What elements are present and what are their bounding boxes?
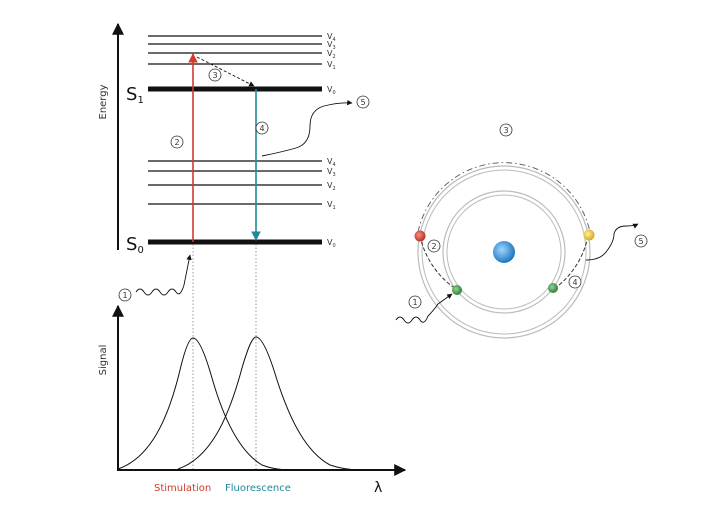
svg-text:2: 2 — [431, 242, 436, 251]
atom-step-marker-1: 1 — [408, 295, 422, 309]
stimulation-curve — [117, 337, 291, 471]
energy-step-marker-5: 5 — [356, 95, 370, 109]
s0-state-label: S0 — [126, 234, 144, 256]
emitted-photon-wave — [261, 99, 353, 157]
emission-arc — [553, 235, 589, 290]
s0-level-v3-label: V3 — [327, 167, 336, 178]
fluorescence-curve — [177, 336, 361, 471]
atom-diagram: 1 2 3 4 5 — [395, 123, 648, 339]
fluorescence-legend-label: Fluorescence — [225, 483, 291, 494]
energy-step-marker-1: 1 — [118, 288, 132, 302]
stimulation-legend-label: Stimulation — [154, 483, 211, 494]
absorbed-photon-wave — [135, 254, 192, 296]
electron-excited-yellow — [583, 229, 595, 241]
s0-level-v4-label: V4 — [327, 157, 336, 168]
atom-emitted-photon-wave — [585, 223, 639, 261]
svg-text:4: 4 — [259, 124, 264, 133]
s1-level-v0-label: V0 — [327, 85, 336, 96]
energy-axis-label: Energy — [98, 84, 109, 119]
atom-absorbed-photon-wave — [395, 293, 453, 324]
electron-ground-right — [548, 283, 558, 293]
atom-step-marker-5: 5 — [634, 234, 648, 248]
relaxation-arrow — [196, 56, 255, 87]
signal-axis-label: Signal — [98, 345, 109, 376]
wavelength-axis-label: λ — [374, 480, 382, 496]
svg-text:3: 3 — [212, 71, 217, 80]
s1-state-label: S1 — [126, 84, 144, 106]
nucleus — [493, 241, 515, 263]
svg-text:1: 1 — [412, 298, 417, 307]
energy-step-marker-4: 4 — [255, 121, 269, 135]
s0-level-v0-label: V0 — [327, 238, 336, 249]
svg-text:3: 3 — [503, 126, 508, 135]
excitation-arc — [419, 235, 457, 290]
atom-step-marker-2: 2 — [427, 239, 441, 253]
energy-step-marker-2: 2 — [170, 135, 184, 149]
s0-level-v1-label: V1 — [327, 200, 336, 211]
inner-orbit-inner-ring — [446, 194, 562, 310]
electron-ground-left — [452, 285, 462, 295]
s1-level-v1-label: V1 — [327, 60, 336, 71]
relaxation-arc — [417, 162, 591, 233]
atom-step-marker-4: 4 — [568, 275, 582, 289]
svg-text:5: 5 — [360, 98, 365, 107]
s0-level-v2-label: V2 — [327, 181, 336, 192]
svg-text:2: 2 — [174, 138, 179, 147]
atom-step-marker-3: 3 — [499, 123, 513, 137]
electron-excited-red — [414, 230, 426, 242]
s1-levels: V4 V3 V2 V1 V0 S1 — [126, 32, 336, 106]
spectrum-plot: Signal λ Stimulation Fluorescence — [98, 304, 407, 496]
svg-text:4: 4 — [572, 278, 577, 287]
energy-diagram: Energy V4 V3 V2 V1 V0 S1 V4 V3 V2 V1 — [98, 22, 370, 302]
s1-level-v3-label: V3 — [327, 40, 336, 51]
s1-level-v2-label: V2 — [327, 49, 336, 60]
energy-step-marker-3: 3 — [208, 68, 222, 82]
inner-orbit — [442, 190, 566, 314]
svg-text:1: 1 — [122, 291, 127, 300]
outer-orbit — [417, 165, 591, 339]
svg-text:5: 5 — [638, 237, 643, 246]
s0-levels: V4 V3 V2 V1 V0 S0 — [126, 157, 336, 256]
s1-level-v4-label: V4 — [327, 32, 336, 43]
outer-orbit-inner-ring — [421, 169, 587, 335]
